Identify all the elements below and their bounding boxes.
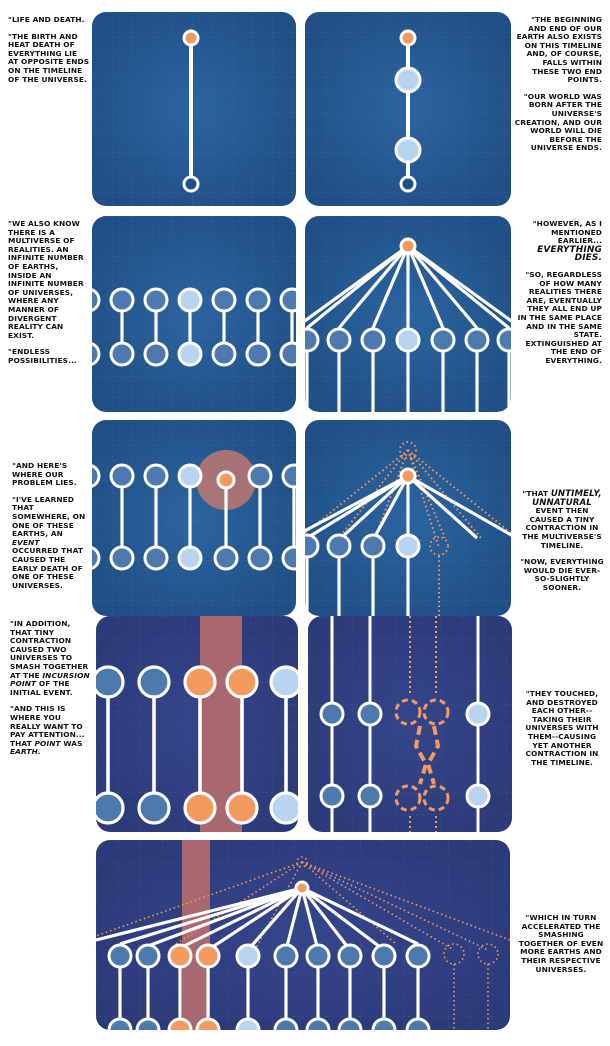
caption-touched-destroyed: "THEY TOUCHED, AND DESTROYED EACH OTHER-… — [525, 689, 599, 767]
panel-incursion — [96, 616, 298, 832]
panel-everything-dies — [305, 216, 511, 412]
caption-multiverse: "WE ALSO KNOW THERE IS A MULTIVERSE OF R… — [8, 219, 84, 365]
panel-universe-timeline — [92, 12, 296, 206]
destroyed-universes — [394, 616, 450, 832]
event-node — [216, 470, 236, 490]
caption-our-earth-timeline: "THE BEGINNING AND END OF OUR EARTH ALSO… — [514, 15, 602, 153]
death-node — [182, 175, 200, 193]
panel-contraction — [305, 420, 511, 616]
death-node — [399, 175, 417, 193]
panel-accelerated-smashing — [96, 840, 510, 1030]
panel-multiverse — [92, 216, 296, 412]
earth-death-node — [394, 136, 422, 164]
birth-node — [399, 29, 417, 47]
caption-everything-dies: "HOWEVER, AS I MENTIONED EARLIER... EVER… — [517, 219, 602, 365]
end-node — [399, 237, 417, 255]
caption-accelerated-smashing: "WHICH IN TURN ACCELERATED THE SMASHING … — [518, 913, 604, 974]
caption-untimely-event: "THAT UNTIMELY, UNNATURAL EVENT THEN CAU… — [520, 489, 604, 592]
panel-destruction — [308, 616, 512, 832]
caption-incursion-point: "IN ADDITION, THAT TINY CONTRACTION CAUS… — [10, 619, 90, 757]
panel-earth-timeline — [305, 12, 511, 206]
end-node — [294, 880, 310, 896]
new-end-node — [399, 467, 417, 485]
panel-early-death-event — [92, 420, 296, 616]
caption-problem-lies: "AND HERE'S WHERE OUR PROBLEM LIES. "I'V… — [12, 461, 86, 590]
birth-node — [182, 29, 200, 47]
earth-birth-node — [394, 66, 422, 94]
caption-life-and-death: "LIFE AND DEATH. "THE BIRTH AND HEAT DEA… — [8, 15, 90, 84]
